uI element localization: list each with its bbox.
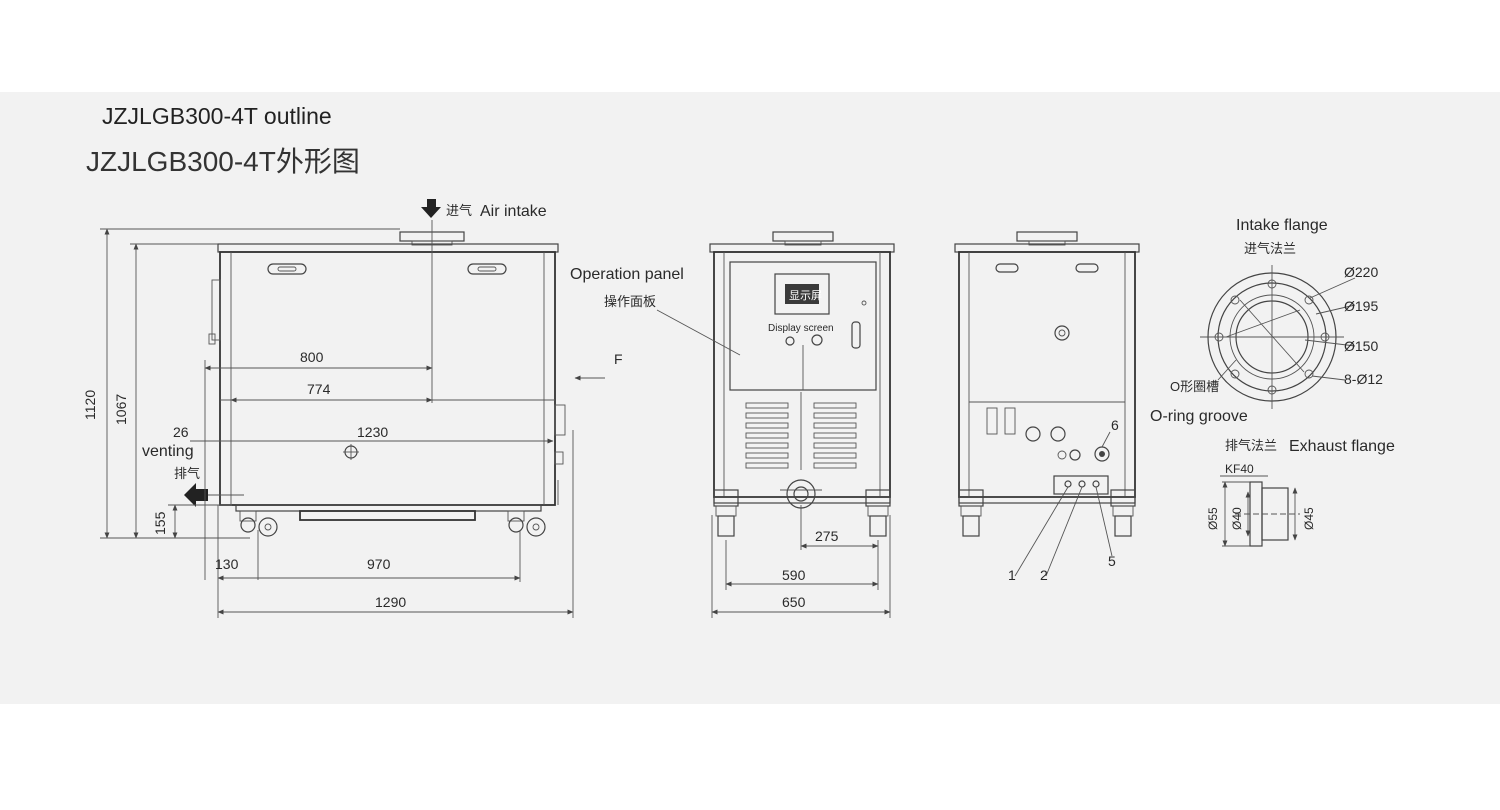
dim-970: 970 <box>367 556 391 572</box>
dim-1067: 1067 <box>113 394 129 425</box>
dim-d195: Ø195 <box>1344 298 1378 314</box>
air-intake-arrow-icon <box>427 199 436 208</box>
drawing-title-en: JZJLGB300-4T outline <box>102 103 332 129</box>
dim-holes: 8-Ø12 <box>1344 371 1383 387</box>
dim-d40: Ø40 <box>1230 507 1244 530</box>
exhaust-flange-detail <box>1220 475 1300 547</box>
direction-f-label: F <box>614 351 623 367</box>
side-view <box>100 220 605 618</box>
venting-label-en: venting <box>142 443 194 460</box>
dim-d150: Ø150 <box>1344 338 1378 354</box>
drawing-title-cn: JZJLGB300-4T外形图 <box>86 146 360 177</box>
intake-flange-label-en: Intake flange <box>1236 217 1328 234</box>
exhaust-flange-label-cn: 排气法兰 <box>1225 438 1277 453</box>
dim-d220: Ø220 <box>1344 264 1378 280</box>
dim-d55: Ø55 <box>1206 507 1220 530</box>
callout-1: 1 <box>1008 567 1016 583</box>
callout-2: 2 <box>1040 567 1048 583</box>
oring-label-cn: O形圈槽 <box>1170 379 1219 394</box>
dim-26: 26 <box>173 424 189 440</box>
dim-130: 130 <box>215 556 239 572</box>
intake-flange-label-cn: 进气法兰 <box>1244 241 1296 256</box>
dim-1230: 1230 <box>357 424 388 440</box>
venting-label-cn: 排气 <box>174 466 200 481</box>
air-intake-label-en: Air intake <box>480 203 547 220</box>
dim-1120: 1120 <box>82 390 98 420</box>
callout-5: 5 <box>1108 553 1116 569</box>
display-label-cn: 显示屏 <box>789 289 822 302</box>
dim-d45: Ø45 <box>1302 507 1316 530</box>
dim-155: 155 <box>152 511 168 535</box>
callout-6: 6 <box>1111 417 1119 433</box>
air-intake-label-cn: 进气 <box>446 203 472 218</box>
exhaust-flange-label-en: Exhaust flange <box>1289 438 1395 455</box>
display-screen-label: Display screen <box>768 323 834 334</box>
dim-1290: 1290 <box>375 594 406 610</box>
dim-650: 650 <box>782 594 806 610</box>
intake-flange-detail <box>1200 265 1356 409</box>
dim-774: 774 <box>307 381 331 397</box>
oring-label-en: O-ring groove <box>1150 408 1248 425</box>
operation-panel-label-en: Operation panel <box>570 266 684 283</box>
kf40-label: KF40 <box>1225 462 1254 476</box>
dim-590: 590 <box>782 567 806 583</box>
rear-view <box>954 231 1140 577</box>
operation-panel-label-cn: 操作面板 <box>604 294 656 309</box>
dim-800: 800 <box>300 349 324 365</box>
dim-275: 275 <box>815 528 839 544</box>
front-view <box>656 231 895 618</box>
